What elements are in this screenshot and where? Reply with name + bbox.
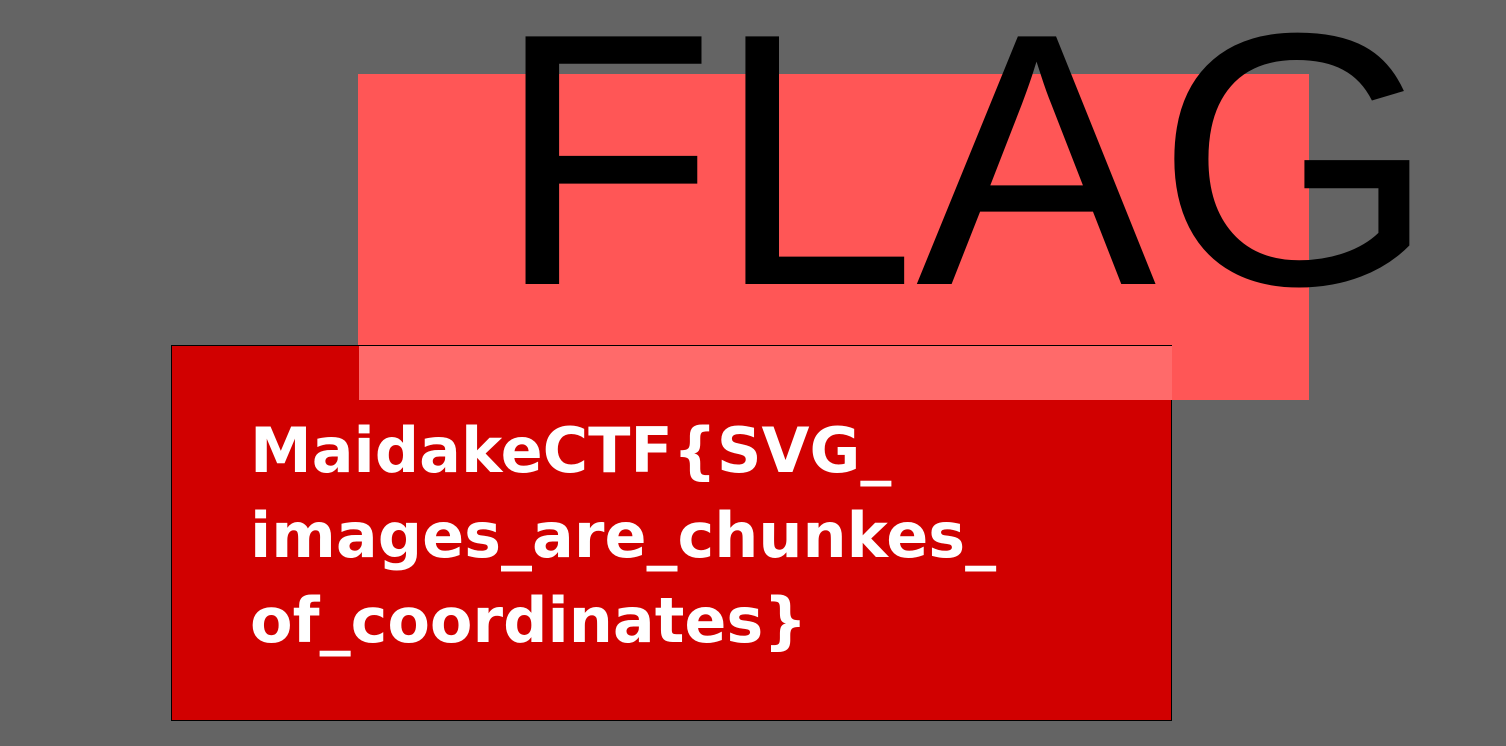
flag-text-block: MaidakeCTF{SVG_ images_are_chunkes_ of_c… xyxy=(250,408,996,663)
flag-heading: FLAG xyxy=(496,0,1437,361)
flag-line: of_coordinates} xyxy=(250,584,808,657)
flag-line: images_are_chunkes_ xyxy=(250,499,997,572)
red-rectangle: MaidakeCTF{SVG_ images_are_chunkes_ of_c… xyxy=(171,345,1172,721)
flag-line: MaidakeCTF{SVG_ xyxy=(250,414,892,487)
overlap-region xyxy=(359,346,1172,400)
